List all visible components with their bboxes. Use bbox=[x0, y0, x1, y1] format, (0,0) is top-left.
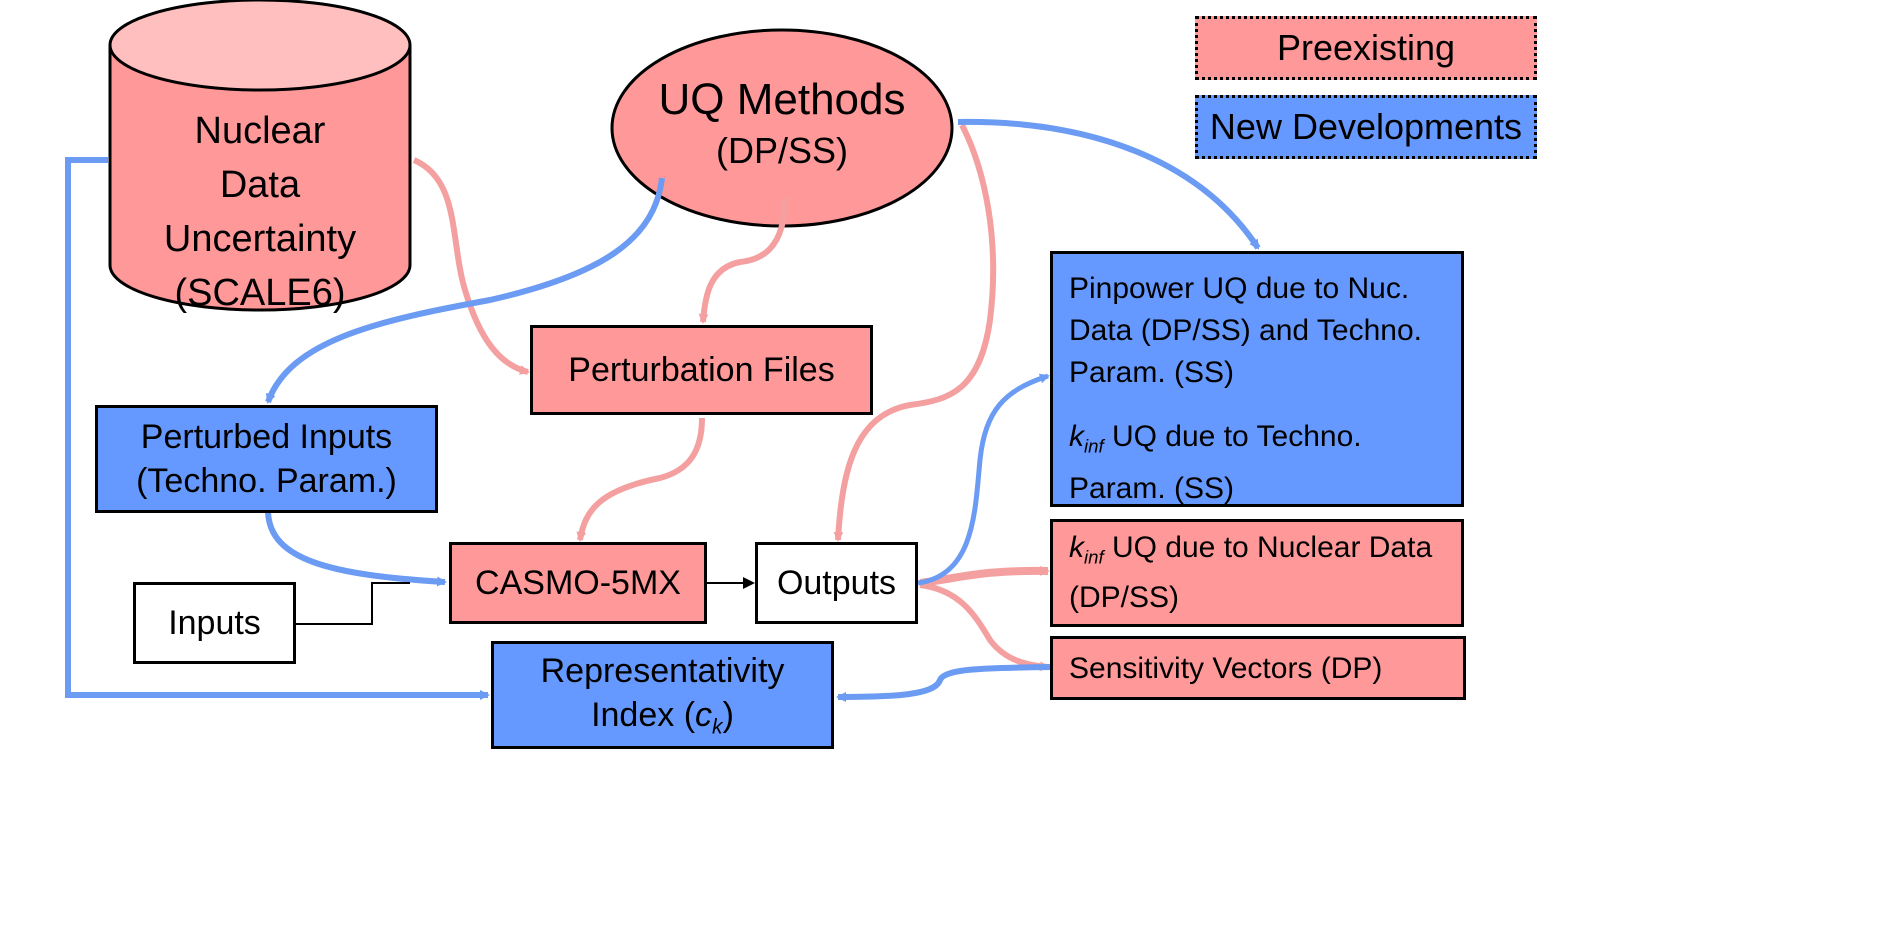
kinf-nuclear-sub: inf bbox=[1084, 546, 1104, 568]
kinf-nuclear-rest: UQ due to Nuclear Data bbox=[1103, 531, 1433, 565]
kinf-techno-line-1: kinf UQ due to Techno. bbox=[1069, 416, 1362, 468]
kinf-nuclear-line-2: (DP/SS) bbox=[1069, 580, 1180, 614]
perturbation-files-label: Perturbation Files bbox=[568, 350, 835, 389]
inputs-label: Inputs bbox=[168, 603, 261, 642]
pinpower-uq-node[interactable]: Pinpower UQ due to Nuc. Data (DP/SS) and… bbox=[1050, 251, 1464, 507]
nuclear-data-line-4: (SCALE6) bbox=[174, 272, 346, 314]
casmo-node[interactable]: CASMO-5MX bbox=[449, 542, 707, 624]
pinpower-line-1: Pinpower UQ due to Nuc. bbox=[1069, 272, 1410, 305]
edge-perturbed-to-casmo bbox=[265, 511, 447, 587]
outputs-node[interactable]: Outputs bbox=[755, 542, 918, 624]
edge-perturbation-to-casmo bbox=[576, 417, 705, 542]
edge-uq-to-perturbation bbox=[698, 197, 788, 324]
representativity-var: c bbox=[695, 696, 713, 735]
arrowhead-casmo-to-outputs bbox=[743, 577, 755, 589]
pinpower-line-3: Param. (SS) bbox=[1069, 356, 1235, 389]
nuclear-data-line-3: Uncertainty bbox=[163, 218, 357, 260]
representativity-line-2: Index (ck) bbox=[591, 693, 734, 741]
perturbation-files-node[interactable]: Perturbation Files bbox=[530, 325, 873, 415]
edge-nuclear-to-representativity bbox=[65, 157, 490, 700]
pinpower-line-2: Data (DP/SS) and Techno. bbox=[1069, 314, 1422, 347]
edge-outputs-to-sensitivity bbox=[919, 582, 1050, 672]
outputs-label: Outputs bbox=[776, 563, 897, 602]
representativity-suffix: ) bbox=[722, 696, 734, 735]
uq-methods-subtitle: (DP/SS) bbox=[715, 130, 848, 171]
sensitivity-vectors-label: Sensitivity Vectors (DP) bbox=[1069, 651, 1383, 685]
edge-outputs-to-pinpower bbox=[917, 373, 1050, 586]
kinf-techno-line-2: Param. (SS) bbox=[1069, 471, 1235, 505]
edge-sensitivity-to-representativity bbox=[836, 664, 1051, 702]
edge-inputs-to-casmo bbox=[296, 582, 410, 625]
edge-nuclear-to-perturbation bbox=[412, 157, 530, 375]
uq-methods-title: UQ Methods bbox=[658, 75, 906, 124]
representativity-node[interactable]: Representativity Index (ck) bbox=[491, 641, 834, 749]
perturbed-inputs-node[interactable]: Perturbed Inputs (Techno. Param.) bbox=[95, 405, 438, 513]
perturbed-inputs-line-1: Perturbed Inputs bbox=[140, 417, 393, 456]
edge-uq-to-pinpower bbox=[957, 118, 1261, 250]
perturbed-inputs-line-2: (Techno. Param.) bbox=[136, 462, 397, 500]
legend-new-developments-label: New Developments bbox=[1209, 105, 1523, 147]
legend-preexisting: Preexisting bbox=[1195, 16, 1537, 80]
nuclear-data-line-1: Nuclear bbox=[194, 110, 326, 152]
nuclear-data-cylinder[interactable] bbox=[108, 0, 412, 312]
nuclear-data-line-2: Data bbox=[219, 164, 301, 206]
kinf-nuclear-line-1: kinf UQ due to Nuclear Data bbox=[1069, 528, 1432, 578]
legend-new-developments: New Developments bbox=[1195, 95, 1537, 159]
legend-preexisting-label: Preexisting bbox=[1276, 26, 1456, 68]
kinf-techno-sub: inf bbox=[1084, 435, 1104, 457]
casmo-label: CASMO-5MX bbox=[475, 563, 681, 602]
kinf-nuclear-var: k bbox=[1069, 531, 1084, 565]
uq-methods-label: UQ Methods (DP/SS) bbox=[612, 72, 952, 174]
edge-uq-to-perturbed-inputs bbox=[265, 177, 665, 404]
kinf-nuclear-node[interactable]: kinf UQ due to Nuclear Data (DP/SS) bbox=[1050, 519, 1464, 627]
inputs-node[interactable]: Inputs bbox=[133, 582, 296, 664]
kinf-techno-var: k bbox=[1069, 420, 1084, 453]
sensitivity-vectors-node[interactable]: Sensitivity Vectors (DP) bbox=[1050, 636, 1466, 700]
edge-uq-to-outputs bbox=[833, 123, 997, 542]
nuclear-data-label: Nuclear Data Uncertainty (SCALE6) bbox=[110, 104, 410, 320]
kinf-techno-rest: UQ due to Techno. bbox=[1103, 420, 1362, 453]
representativity-line-1: Representativity bbox=[540, 652, 785, 691]
representativity-sub: k bbox=[712, 715, 723, 739]
representativity-prefix: Index ( bbox=[591, 696, 696, 735]
